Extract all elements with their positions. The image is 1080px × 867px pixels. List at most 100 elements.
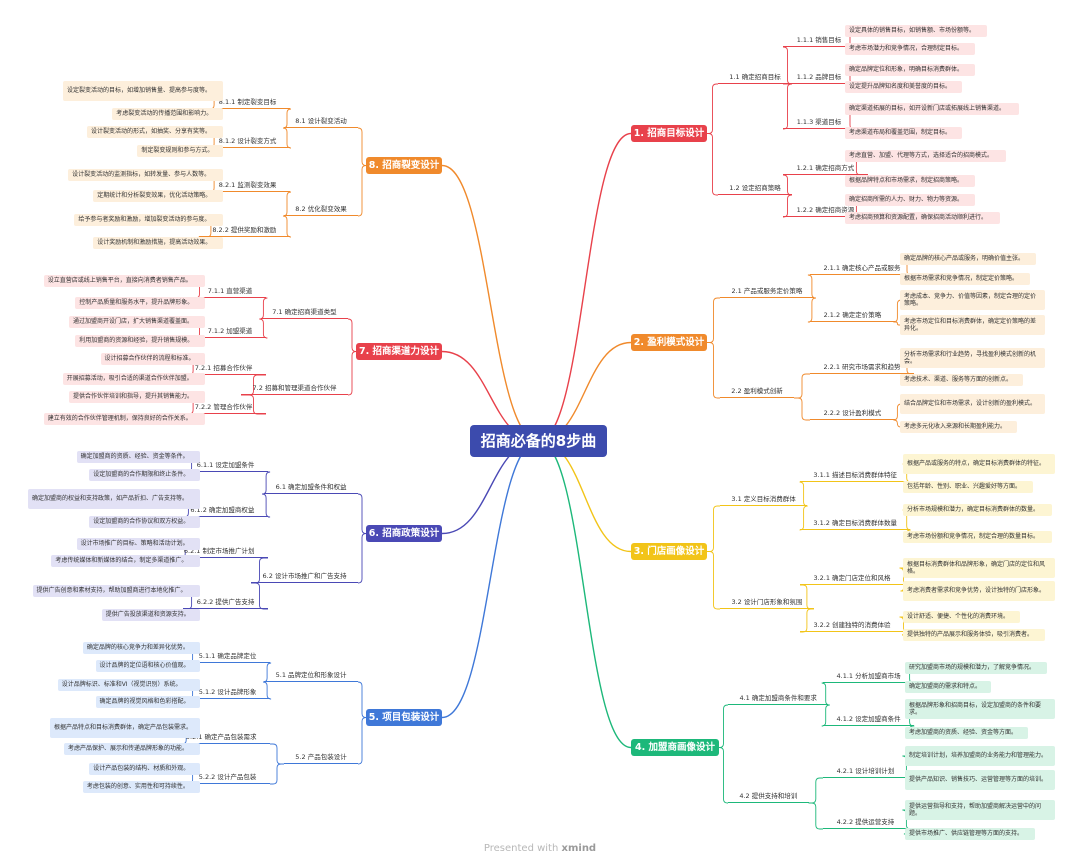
leaf-topic[interactable]: 研究加盟商市场的规模和潜力，了解竞争情况。 <box>905 662 1048 674</box>
leaf-topic[interactable]: 确定渠道拓展的目标，如开设新门店或拓展线上销售渠道。 <box>845 103 1019 115</box>
leaf-topic[interactable]: 提供产品知识、销售技巧、运营管理等方面的培训。 <box>905 770 1055 790</box>
leaf-topic[interactable]: 考虑传统媒体和新媒体的结合，制定多渠道推广。 <box>51 555 200 567</box>
subtopic-2-1-2[interactable]: 2.1.2 确定定价策略 <box>810 310 895 322</box>
leaf-topic[interactable]: 提供独特的产品展示和服务体验，吸引消费者。 <box>903 629 1046 641</box>
leaf-topic[interactable]: 设计产品包装的结构、材质和外观。 <box>89 763 200 775</box>
leaf-topic[interactable]: 设计招募合作伙伴的流程和标准。 <box>100 353 205 365</box>
subtopic-8-2-2[interactable]: 8.2.2 提供奖励和激励 <box>198 225 290 237</box>
subtopic-4-1-1[interactable]: 4.1.1 分析加盟商市场 <box>823 671 915 683</box>
subtopic-1-1-3[interactable]: 1.1.3 渠道目标 <box>783 117 855 129</box>
leaf-topic[interactable]: 考虑渠道布局和覆盖范围，制定目标。 <box>845 127 963 139</box>
leaf-topic[interactable]: 制定裂变规则和参与方式。 <box>137 145 223 157</box>
main-topic-1[interactable]: 1. 招商目标设计 <box>631 125 707 142</box>
subtopic-1-1[interactable]: 1.1 确定招商目标 <box>718 72 792 84</box>
leaf-topic[interactable]: 提供运营指导和支持，帮助加盟商解决运营中的问题。 <box>905 800 1055 820</box>
leaf-topic[interactable]: 开展招募活动，吸引合适的渠道合作伙伴加盟。 <box>62 373 205 385</box>
subtopic-6-1-1[interactable]: 6.1.1 设定加盟条件 <box>183 460 268 472</box>
subtopic-5-2-2[interactable]: 5.2.2 设计产品包装 <box>185 772 270 784</box>
leaf-topic[interactable]: 设定加盟商的合作期限和终止条件。 <box>89 469 200 481</box>
subtopic-6-2[interactable]: 6.2 设计市场推广和广告支持 <box>251 571 358 583</box>
subtopic-4-1[interactable]: 4.1 确定加盟商条件和要求 <box>728 693 829 705</box>
subtopic-4-2-1[interactable]: 4.2.1 设计培训计划 <box>823 766 908 778</box>
subtopic-7-2[interactable]: 7.2 招募和管理渠道合作伙伴 <box>241 383 348 395</box>
subtopic-2-1-1[interactable]: 2.1.1 确定核心产品或服务 <box>810 263 914 275</box>
leaf-topic[interactable]: 确定招商所需的人力、财力、物力等资源。 <box>845 194 975 206</box>
leaf-topic[interactable]: 控制产品质量和服务水平，提升品牌形象。 <box>75 297 205 309</box>
subtopic-7-1-2[interactable]: 7.1.2 加盟渠道 <box>194 326 266 338</box>
subtopic-3-1-1[interactable]: 3.1.1 描述目标消费群体特征 <box>800 470 911 482</box>
subtopic-3-2[interactable]: 3.2 设计门店形象和氛围 <box>720 597 814 609</box>
leaf-topic[interactable]: 制定培训计划，培养加盟商的业务能力和管理能力。 <box>905 746 1055 766</box>
subtopic-6-2-1[interactable]: 6.2.1 制定市场推广计划 <box>170 546 268 558</box>
subtopic-7-1[interactable]: 7.1 确定招商渠道类型 <box>260 307 348 319</box>
main-topic-8[interactable]: 8. 招商裂变设计 <box>366 157 442 174</box>
subtopic-7-2-2[interactable]: 7.2.2 管理合作伙伴 <box>181 402 266 414</box>
subtopic-2-1[interactable]: 2.1 产品或服务定价策略 <box>720 286 814 298</box>
leaf-topic[interactable]: 根据品牌形象和招商目标，设定加盟商的条件和要求。 <box>905 699 1055 719</box>
leaf-topic[interactable]: 设立直营店或线上销售平台，直接向消费者销售产品。 <box>43 275 205 287</box>
leaf-topic[interactable]: 根据市场需求和竞争情况，制定定价策略。 <box>900 273 1030 285</box>
subtopic-8-1-2[interactable]: 8.1.2 设计裂变方式 <box>205 136 290 148</box>
leaf-topic[interactable]: 考虑多元化收入来源和长期盈利能力。 <box>900 421 1018 433</box>
subtopic-6-1[interactable]: 6.1 确定加盟条件和权益 <box>264 482 358 494</box>
leaf-topic[interactable]: 分析市场规模和潜力，确定目标消费群体的数量。 <box>903 504 1052 516</box>
leaf-topic[interactable]: 提供市场推广、供应链管理等方面的支持。 <box>905 828 1035 840</box>
leaf-topic[interactable]: 确定加盟商的需求和特点。 <box>905 681 991 693</box>
subtopic-7-2-1[interactable]: 7.2.1 招募合作伙伴 <box>181 363 266 375</box>
leaf-topic[interactable]: 设定加盟商的合作协议和双方权益。 <box>89 516 200 528</box>
leaf-topic[interactable]: 确定品牌的视觉风格和色彩搭配。 <box>95 696 200 708</box>
leaf-topic[interactable]: 设计舒适、便捷、个性化的消费环境。 <box>903 611 1021 623</box>
leaf-topic[interactable]: 确定品牌定位和形象，明确目标消费群体。 <box>845 64 975 76</box>
subtopic-8-2-1[interactable]: 8.2.1 监测裂变效果 <box>205 180 290 192</box>
leaf-topic[interactable]: 分析市场需求和行业趋势，寻找盈利模式创新的机会。 <box>900 348 1045 368</box>
leaf-topic[interactable]: 设定提升品牌知名度和美誉度的目标。 <box>845 81 963 93</box>
subtopic-2-2[interactable]: 2.2 盈利模式创新 <box>720 386 794 398</box>
leaf-topic[interactable]: 根据产品特点和目标消费群体，确定产品包装需求。 <box>50 718 200 738</box>
subtopic-3-1-2[interactable]: 3.1.2 确定目标消费群体数量 <box>800 518 911 530</box>
leaf-topic[interactable]: 包括年龄、性别、职业、兴趣爱好等方面。 <box>903 481 1033 493</box>
leaf-topic[interactable]: 通过加盟商开设门店，扩大销售渠道覆盖面。 <box>69 316 205 328</box>
subtopic-4-1-2[interactable]: 4.1.2 设定加盟商条件 <box>823 714 915 726</box>
subtopic-1-2[interactable]: 1.2 设定招商策略 <box>718 183 792 195</box>
main-topic-7[interactable]: 7. 招商渠道力设计 <box>356 343 442 360</box>
subtopic-5-1-2[interactable]: 5.1.2 设计品牌形象 <box>185 687 270 699</box>
main-topic-3[interactable]: 3. 门店画像设计 <box>631 543 707 560</box>
leaf-topic[interactable]: 考虑产品保护、展示和传递品牌形象的功能。 <box>64 743 200 755</box>
subtopic-8-1-1[interactable]: 8.1.1 制定裂变目标 <box>205 97 290 109</box>
leaf-topic[interactable]: 定期统计和分析裂变效果，优化活动策略。 <box>93 190 223 202</box>
leaf-topic[interactable]: 考虑市场潜力和竞争情况，合理制定目标。 <box>845 43 975 55</box>
main-topic-5[interactable]: 5. 项目包装设计 <box>366 709 442 726</box>
leaf-topic[interactable]: 确定品牌的核心产品或服务，明确价值主张。 <box>900 253 1036 265</box>
leaf-topic[interactable]: 确定品牌的核心竞争力和差异化优势。 <box>82 642 200 654</box>
leaf-topic[interactable]: 提供广告投放渠道和资源支持。 <box>101 609 200 621</box>
leaf-topic[interactable]: 考虑消费者需求和竞争优势，设计独特的门店形象。 <box>903 581 1055 601</box>
leaf-topic[interactable]: 考虑市场定位和目标消费群体，确定定价策略的差异化。 <box>900 315 1045 335</box>
subtopic-1-2-2[interactable]: 1.2.2 确定招商资源 <box>783 205 868 217</box>
leaf-topic[interactable]: 根据品牌特点和市场需求，制定招商策略。 <box>845 175 975 187</box>
subtopic-8-2[interactable]: 8.2 优化裂变效果 <box>284 204 358 216</box>
leaf-topic[interactable]: 设计品牌的定位语和核心价值观。 <box>95 660 200 672</box>
subtopic-2-2-1[interactable]: 2.2.1 研究市场需求和趋势 <box>810 362 914 374</box>
leaf-topic[interactable]: 考虑直营、加盟、代理等方式，选择适合的招商模式。 <box>845 150 1007 162</box>
leaf-topic[interactable]: 设定具体的销售目标，如销售额、市场份额等。 <box>845 25 988 37</box>
subtopic-6-1-2[interactable]: 6.1.2 确定加盟商权益 <box>176 505 268 517</box>
subtopic-5-2[interactable]: 5.2 产品包装设计 <box>284 752 358 764</box>
subtopic-5-1-1[interactable]: 5.1.1 确定品牌定位 <box>185 651 270 663</box>
subtopic-3-2-1[interactable]: 3.2.1 确定门店定位和风格 <box>800 573 904 585</box>
leaf-topic[interactable]: 结合品牌定位和市场需求，设计创新的盈利模式。 <box>900 394 1045 414</box>
subtopic-7-1-1[interactable]: 7.1.1 直营渠道 <box>194 286 266 298</box>
subtopic-3-1[interactable]: 3.1 定义目标消费群体 <box>720 494 808 506</box>
subtopic-5-2-1[interactable]: 5.2.1 确定产品包装需求 <box>172 732 270 744</box>
main-topic-6[interactable]: 6. 招商政策设计 <box>366 525 442 542</box>
leaf-topic[interactable]: 考虑市场份额和竞争情况，制定合理的数量目标。 <box>903 531 1052 543</box>
leaf-topic[interactable]: 设计奖励机制和激励措施，提高活动效果。 <box>93 237 223 249</box>
leaf-topic[interactable]: 根据目标消费群体和品牌形象，确定门店的定位和风格。 <box>903 558 1055 578</box>
leaf-topic[interactable]: 确定加盟商的权益和支持政策，如产品折扣、广告支持等。 <box>28 489 200 509</box>
root-topic[interactable]: 招商必备的8步曲 <box>470 425 607 457</box>
leaf-topic[interactable]: 考虑裂变活动的传播范围和影响力。 <box>112 108 223 120</box>
leaf-topic[interactable]: 考虑加盟商的资质、经验、资金等方面。 <box>905 727 1029 739</box>
subtopic-5-1[interactable]: 5.1 品牌定位和形象设计 <box>264 670 358 682</box>
subtopic-3-2-2[interactable]: 3.2.2 创建独特的消费体验 <box>800 620 904 632</box>
subtopic-1-1-2[interactable]: 1.1.2 品牌目标 <box>783 72 855 84</box>
leaf-topic[interactable]: 设定裂变活动的目标，如增加销售量、提高参与度等。 <box>63 81 223 101</box>
